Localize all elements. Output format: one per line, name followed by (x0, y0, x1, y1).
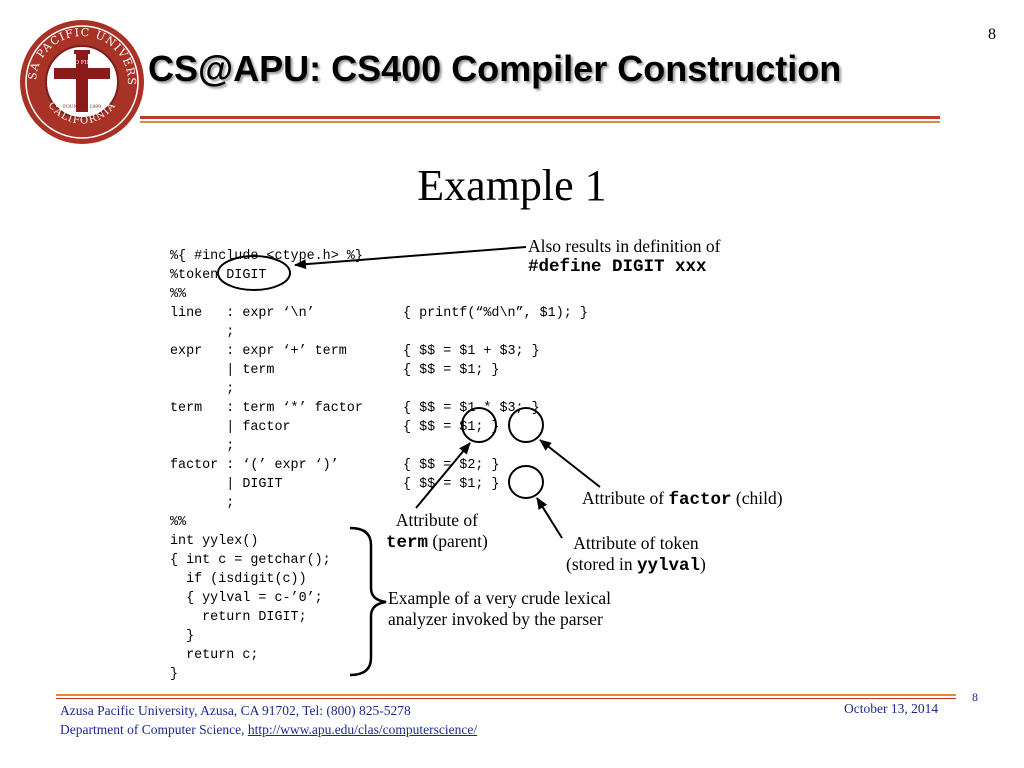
title-underline-accent (140, 121, 940, 123)
code-line: expr : expr ‘+’ term { $$ = $1 + $3; } (170, 344, 540, 359)
slide-title: CS@APU: CS400 Compiler Construction (148, 48, 842, 89)
code-line: if (isdigit(c)) (170, 572, 307, 587)
code-line: ; (170, 325, 235, 340)
slide-subtitle: Example 1 (417, 161, 607, 210)
code-line: | factor { $$ = $1; } (170, 420, 500, 435)
annotation-text: Also results in definition of (528, 236, 721, 256)
slide-number-top: 8 (988, 26, 996, 43)
annotation-text: ) (699, 554, 706, 574)
footer-page-number: 8 (972, 690, 978, 704)
code-line: %% (170, 515, 187, 530)
footer-address: Azusa Pacific University, Azusa, CA 9170… (60, 703, 411, 718)
code-line: line : expr ‘\n’ { printf(“%d\n”, $1); } (170, 306, 588, 321)
annotation-text: Example of a very crude lexical (388, 588, 612, 608)
code-line: } (170, 667, 179, 682)
code-line: return DIGIT; (170, 610, 307, 625)
department-url-link[interactable]: http://www.apu.edu/clas/computerscience/ (247, 722, 478, 737)
footer-rule (56, 694, 956, 696)
title-underline (140, 116, 940, 119)
svg-text:FOUNDED 1899: FOUNDED 1899 (63, 104, 101, 110)
annotation-text: (child) (731, 488, 783, 508)
annotation-term-parent: Attribute of term (parent) (386, 510, 488, 554)
annotation-text: analyzer invoked by the parser (388, 609, 603, 629)
footer-rule-accent (56, 698, 956, 699)
annotation-text: Attribute of (582, 488, 669, 508)
code-line: ; (170, 439, 235, 454)
annotation-text: Attribute of token (573, 533, 699, 553)
code-line: return c; (170, 648, 259, 663)
annotation-token-yylval: Attribute of token (stored in yylval) (566, 533, 706, 577)
footer-date: October 13, 2014 (844, 701, 939, 716)
svg-text:GOD FIRST: GOD FIRST (66, 60, 99, 66)
footer-department-label: Department of Computer Science, (60, 722, 248, 737)
annotation-code: term (386, 533, 429, 553)
footer-department: Department of Computer Science, http://w… (60, 722, 477, 738)
code-line: %% (170, 287, 187, 302)
code-line: | DIGIT { $$ = $1; } (170, 477, 500, 492)
code-line: ; (170, 496, 235, 511)
code-line: %{ #include <ctype.h> %} (170, 249, 363, 264)
code-line: | term { $$ = $1; } (170, 363, 500, 378)
annotation-lexer: Example of a very crude lexical analyzer… (388, 588, 611, 630)
code-line: %token DIGIT (170, 268, 267, 283)
code-line: term : term ‘*’ factor { $$ = $1 * $3; } (170, 401, 540, 416)
code-line: } (170, 629, 195, 644)
annotation-code: #define DIGIT xxx (528, 257, 707, 277)
code-line: factor : ‘(’ expr ‘)’ { $$ = $2; } (170, 458, 500, 473)
annotation-define-digit: Also results in definition of #define DI… (528, 236, 720, 278)
annotation-code: factor (668, 490, 732, 510)
annotation-text: Attribute of (395, 510, 478, 530)
code-line: { yylval = c-’0’; (170, 591, 323, 606)
code-line: int yylex() (170, 534, 259, 549)
annotation-code: yylval (636, 556, 700, 576)
code-line: ; (170, 382, 235, 397)
annotation-factor-child: Attribute of factor (child) (582, 488, 783, 511)
annotation-text: (stored in (566, 554, 637, 574)
university-seal-logo: AZUSA PACIFIC UNIVERSITY CALIFORNIA GOD … (18, 18, 144, 144)
annotation-text: (parent) (428, 531, 488, 551)
code-line: { int c = getchar(); (170, 553, 331, 568)
